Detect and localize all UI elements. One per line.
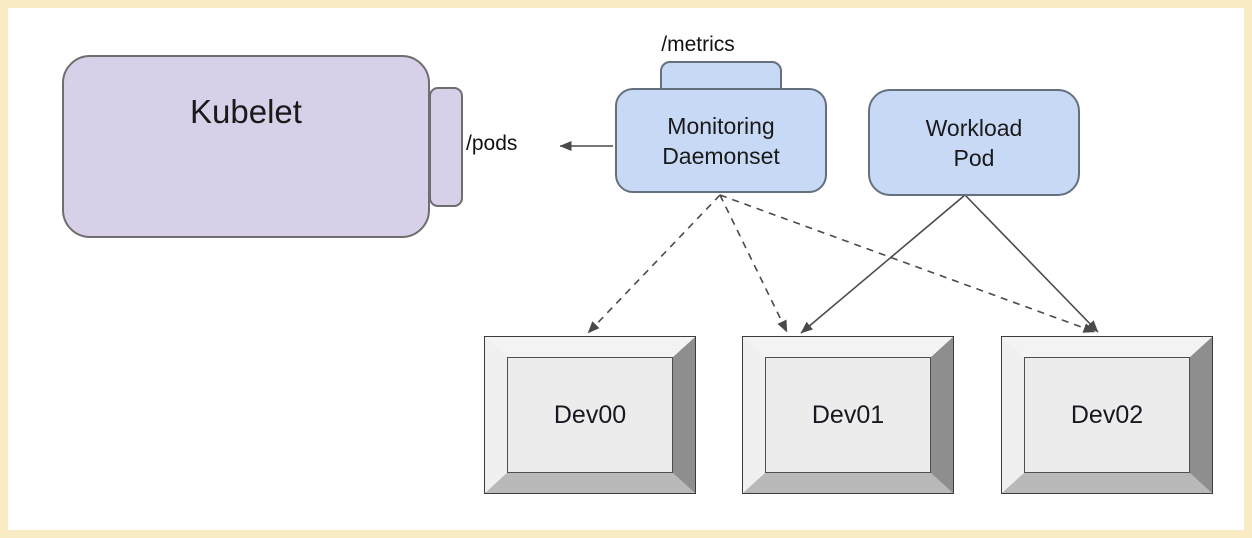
workload-pod-label: Workload Pod (925, 114, 1023, 171)
dev02-label: Dev02 (1070, 400, 1144, 429)
dev01-face: Dev01 (766, 358, 930, 472)
edge-monitoring-to-dev01 (719, 194, 788, 333)
dev00-label: Dev00 (553, 400, 627, 429)
kubelet-side-tab-shape (429, 87, 463, 207)
node-workload-pod: Workload Pod (868, 89, 1080, 196)
edge-monitoring-to-dev00 (587, 194, 721, 334)
node-dev00: Dev00 (485, 337, 695, 493)
node-dev02: Dev02 (1002, 337, 1212, 493)
monitoring-daemonset-label: Monitoring Daemonset (662, 112, 780, 169)
pods-endpoint-label: /pods (466, 132, 518, 155)
node-dev01: Dev01 (743, 337, 953, 493)
kubelet-label: Kubelet (190, 93, 302, 130)
dev01-label: Dev01 (811, 400, 885, 429)
edge-workload-to-dev02 (964, 194, 1099, 333)
node-kubelet: Kubelet (62, 55, 430, 238)
edges-layer (559, 141, 1099, 334)
metrics-endpoint-label: /metrics (661, 33, 735, 56)
dev02-face: Dev02 (1025, 358, 1189, 472)
diagram-canvas: Kubelet /pods /metrics Monitoring Daemon… (8, 8, 1244, 530)
edge-monitoring-to-dev02 (719, 194, 1096, 333)
edge-workload-to-dev01 (800, 194, 966, 334)
dev00-face: Dev00 (508, 358, 672, 472)
node-monitoring-daemonset: Monitoring Daemonset (615, 88, 827, 193)
